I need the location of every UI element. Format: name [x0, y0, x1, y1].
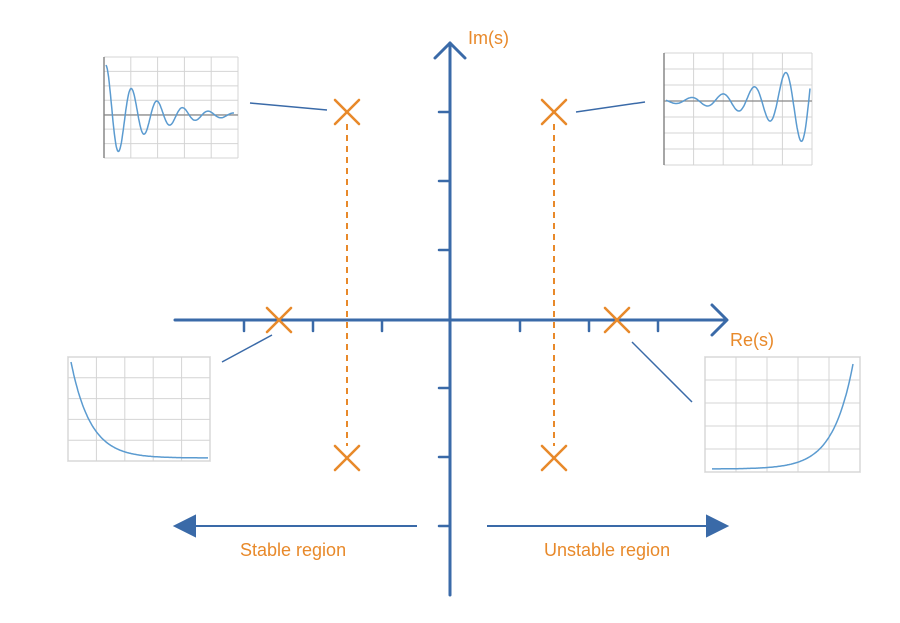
- pole-marker-x-icon: [333, 444, 361, 472]
- stable-region-arrowhead: [172, 514, 196, 538]
- inset-growing-oscillation: [663, 52, 813, 166]
- inset-decaying-exponential: [67, 356, 211, 462]
- leader-line-top-right: [575, 101, 646, 113]
- leader-line-top-left: [249, 102, 328, 111]
- real-axis-arrowhead: [710, 303, 729, 337]
- pole-marker-x-icon: [603, 306, 631, 334]
- leader-line-bottom-left: [221, 334, 273, 363]
- imag-axis-arrowhead: [433, 41, 467, 60]
- inset-damped-oscillation: [103, 56, 239, 159]
- pole-marker-x-icon: [333, 98, 361, 126]
- unstable-region-arrowhead: [706, 514, 730, 538]
- response-curve: [712, 363, 854, 470]
- response-curve: [665, 71, 811, 143]
- response-curve: [105, 64, 234, 153]
- real-axis-label: Re(s): [730, 330, 774, 350]
- pole-marker-x-icon: [540, 444, 568, 472]
- response-curve: [70, 361, 208, 459]
- inset-growing-exponential: [704, 356, 861, 473]
- stable-region-label: Stable region: [240, 540, 346, 560]
- imag-axis-label: Im(s): [468, 28, 509, 48]
- leader-line-bottom-right: [631, 341, 693, 403]
- unstable-region-label: Unstable region: [544, 540, 670, 560]
- pole-marker-x-icon: [540, 98, 568, 126]
- pole-marker-x-icon: [265, 306, 293, 334]
